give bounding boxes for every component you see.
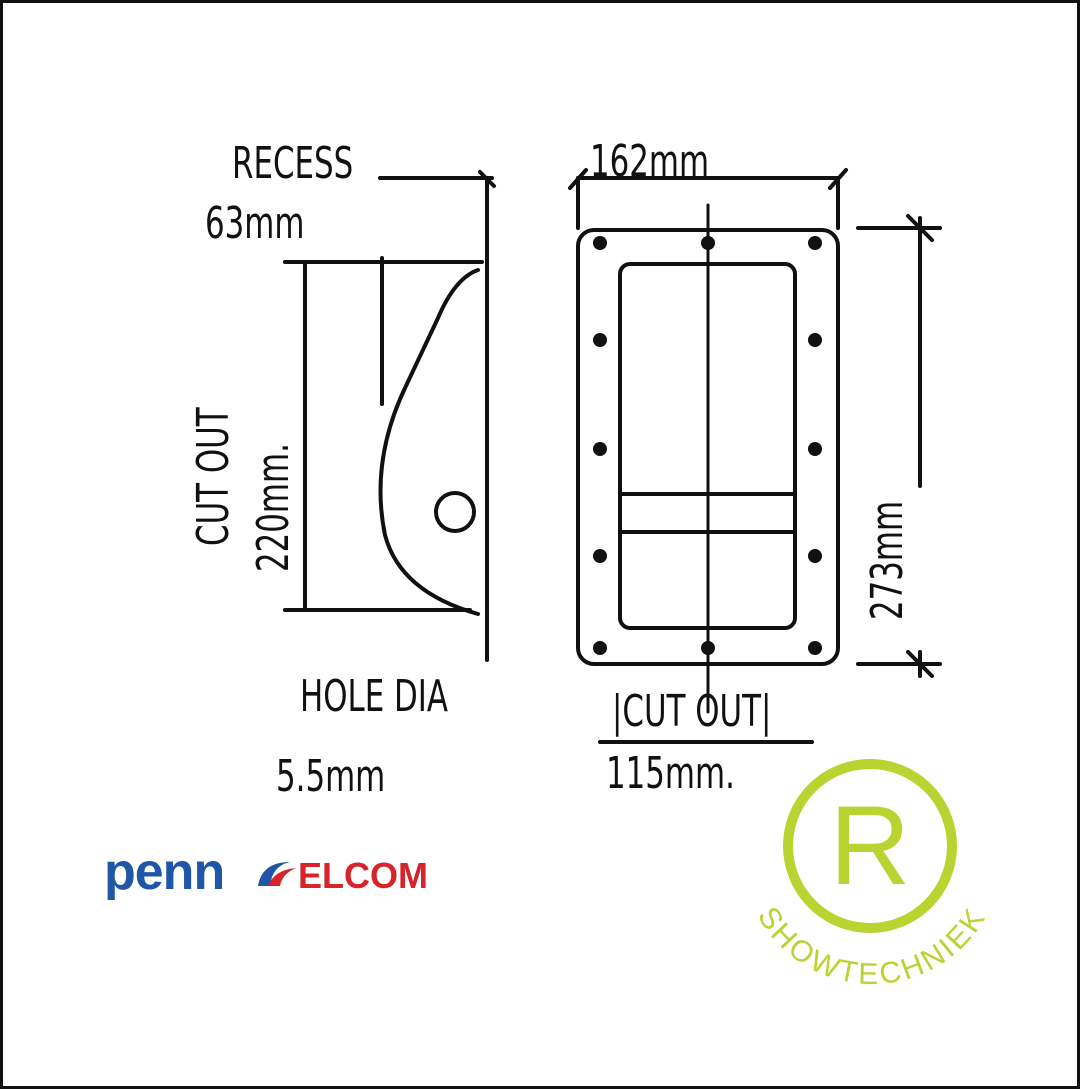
screw-holes: [593, 236, 822, 655]
elcom-word: ELCOM: [298, 855, 428, 896]
recess-tick: [478, 170, 496, 188]
showtechniek-seal-logo: R SHOWTECHNIEK: [751, 759, 993, 991]
hole-circle: [434, 491, 476, 533]
side-curve: [378, 268, 480, 616]
hole-dia-value: 5.5mm: [276, 751, 386, 802]
height-tick-bottom: [906, 650, 934, 678]
front-view: [568, 168, 942, 744]
penn-word: penn: [104, 843, 225, 901]
penn-elcom-logo: penn ELCOM: [104, 846, 464, 910]
side-view: [283, 170, 496, 662]
cut-out-vertical-label: CUT OUT: [188, 407, 239, 546]
hole-dia-label: HOLE DIA: [300, 671, 449, 722]
seal-letter: R: [830, 783, 911, 908]
recess-value: 63mm: [205, 198, 305, 249]
width-label: 162mm: [590, 136, 710, 187]
seal-ring-text: SHOWTECHNIEK: [751, 901, 993, 991]
recess-label: RECESS: [232, 138, 354, 189]
cut-out-bottom-label: |CUT OUT|: [612, 686, 772, 737]
cut-out-bottom-value: 115mm.: [606, 748, 735, 799]
height-tick-top: [906, 214, 934, 242]
height-label: 273mm: [862, 500, 913, 620]
penn-elcom-swoosh-icon: [258, 862, 296, 886]
cut-out-vertical-value: 220mm.: [248, 443, 299, 572]
width-tick-right: [828, 168, 848, 190]
width-tick-left: [568, 168, 588, 190]
